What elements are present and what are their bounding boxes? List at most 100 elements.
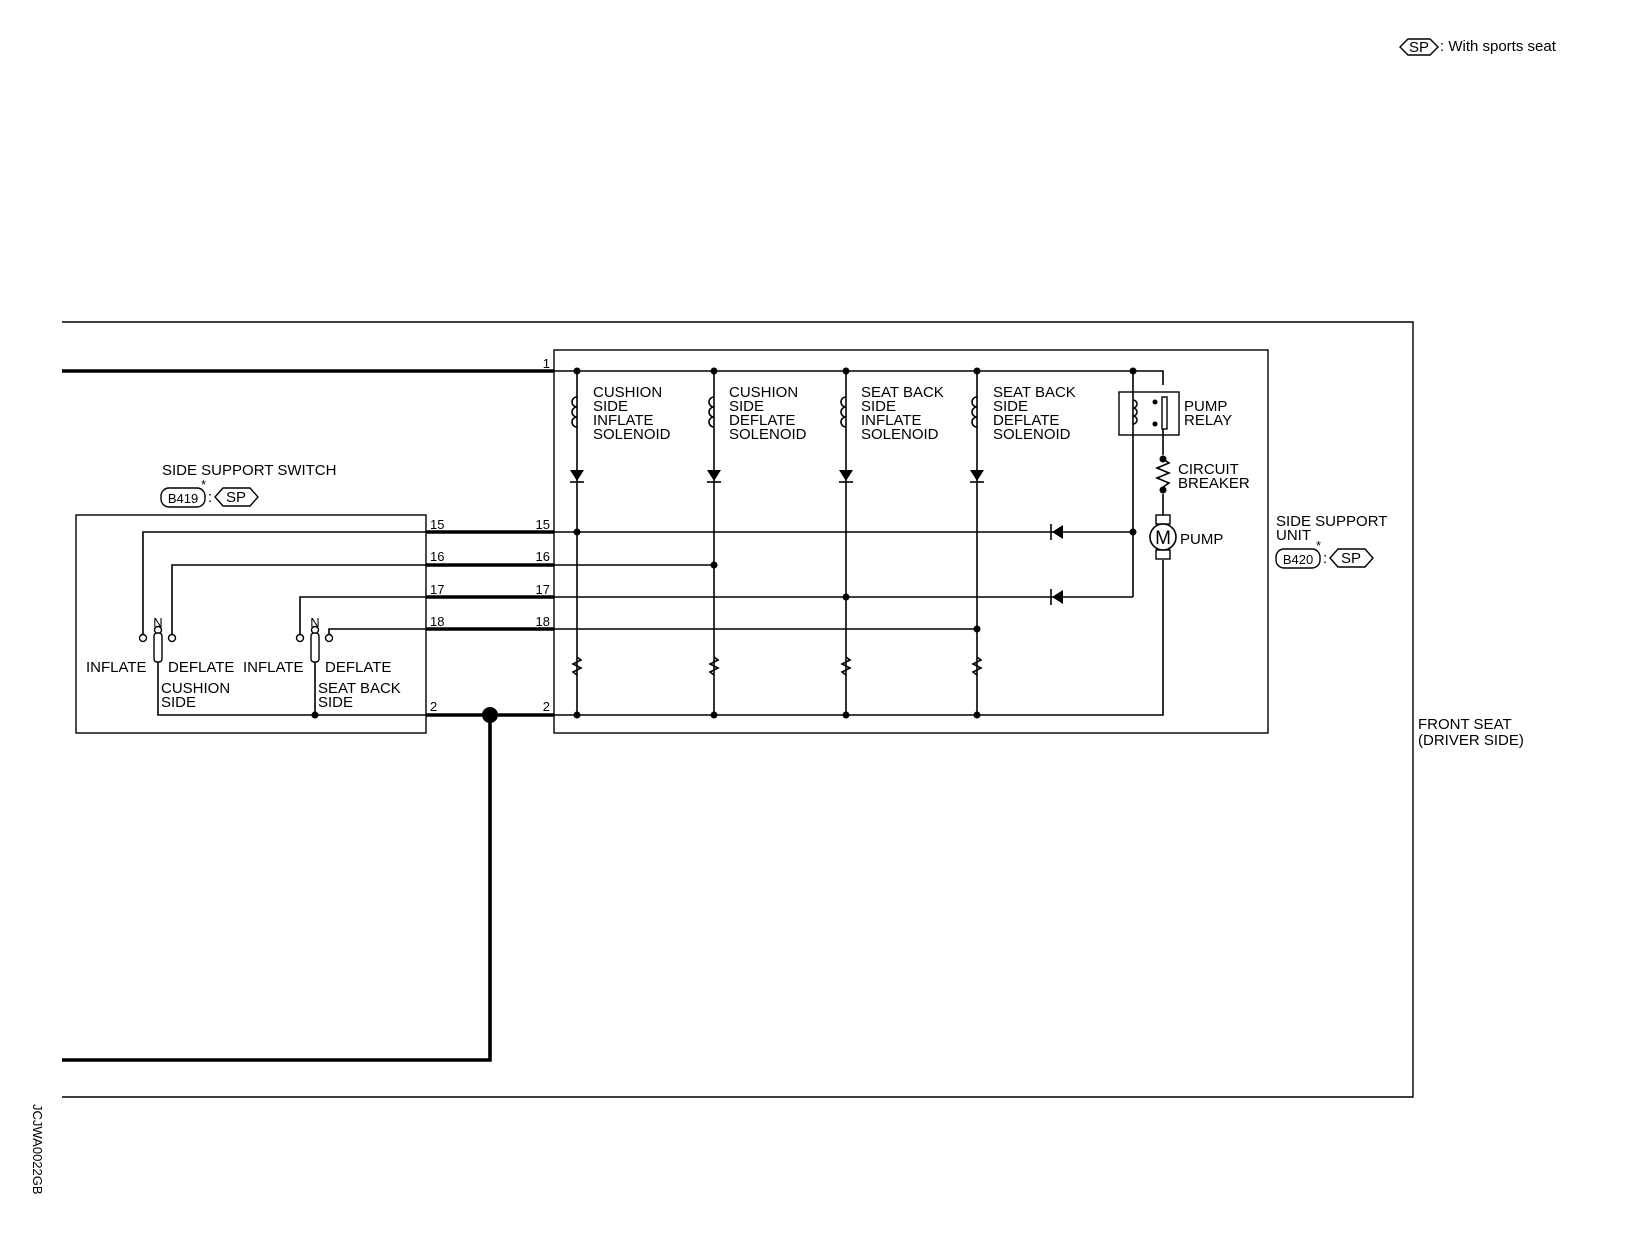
solenoid-3-label-3: INFLATE xyxy=(861,412,922,429)
legend-sp-badge xyxy=(1399,38,1439,56)
switch-pin-18: 18 xyxy=(430,614,444,629)
solenoid-4-label-4: SOLENOID xyxy=(993,426,1071,443)
pump-motor: M PUMP xyxy=(1149,514,1223,560)
solenoid-2-diode-icon xyxy=(707,470,721,481)
cushion-neutral-label: N xyxy=(153,615,162,630)
breaker-bottom-junction xyxy=(1159,486,1167,494)
solenoid-1-top-junction xyxy=(573,367,581,375)
solenoid-1-label-2: SIDE xyxy=(593,398,628,415)
solenoid-1-wire15-junction xyxy=(573,528,581,536)
switch-wire-16 xyxy=(171,564,426,634)
solenoid-2-label-2: SIDE xyxy=(729,398,764,415)
switch-pin-17: 17 xyxy=(430,582,444,597)
unit-pin-17: 17 xyxy=(536,582,550,597)
switch-ground-junction xyxy=(311,711,319,719)
pump-diode-17 xyxy=(1050,589,1063,605)
unit-connector-colon: : xyxy=(1323,550,1327,567)
solenoid-4-label-1: SEAT BACK xyxy=(993,384,1076,401)
circuit-breaker-icon xyxy=(1154,458,1172,488)
back-neutral-label: N xyxy=(310,615,319,630)
solenoid-4-wire18-junction xyxy=(973,625,981,633)
switch-sp-badge xyxy=(214,487,259,507)
switch-connector-badge: B419 * : SP xyxy=(160,477,259,508)
solenoid-1-label-4: SOLENOID xyxy=(593,426,671,443)
solenoid-3-label-1: SEAT BACK xyxy=(861,384,944,401)
solenoid-2-top-junction xyxy=(710,367,718,375)
solenoid-3-coil-icon xyxy=(840,396,847,428)
switch-pin-2: 2 xyxy=(430,699,437,714)
unit-sp-code: SP xyxy=(1341,550,1361,567)
pump-relay-contact-bottom xyxy=(1152,421,1158,427)
solenoid-3-label-2: SIDE xyxy=(861,398,896,415)
cushion-deflate-contact xyxy=(167,633,177,643)
unit-ground-bus xyxy=(554,560,1164,716)
front-seat-boundary xyxy=(62,321,1414,1098)
figure-code: JCJWA0022GB xyxy=(30,1104,45,1195)
solenoid-column-3 xyxy=(839,367,853,719)
solenoid-1-label-3: INFLATE xyxy=(593,412,654,429)
switch-sp-code: SP xyxy=(226,489,246,506)
solenoid-3-diode-icon xyxy=(839,470,853,481)
solenoid-4-ground-junction xyxy=(973,711,981,719)
unit-connector-badge: B420 * : SP xyxy=(1275,538,1374,569)
legend: SP : With sports seat xyxy=(1399,38,1557,56)
pump-relay-contact-icon xyxy=(1161,396,1168,430)
solenoid-3-ground-junction xyxy=(842,711,850,719)
pump-relay-box xyxy=(1118,391,1180,436)
pump-relay-coil-icon xyxy=(1132,399,1138,425)
solenoid-1-resistor-icon xyxy=(571,656,583,676)
solenoid-2-label-3: DEFLATE xyxy=(729,412,795,429)
pump-relay-label-2: RELAY xyxy=(1184,412,1232,429)
front-seat-label-1: FRONT SEAT xyxy=(1418,716,1512,733)
solenoid-4-diode-icon xyxy=(970,470,984,481)
relay-feed-junction xyxy=(1129,367,1137,375)
cushion-inflate-contact xyxy=(138,633,148,643)
side-support-switch-box xyxy=(75,514,427,734)
ground-splice xyxy=(482,707,498,723)
solenoid-2-ground-junction xyxy=(710,711,718,719)
pump-relay-contact-top xyxy=(1152,399,1158,405)
solenoid-4-top-junction xyxy=(973,367,981,375)
switch-pin-16: 16 xyxy=(430,549,444,564)
solenoid-1-coil-icon xyxy=(571,396,578,428)
switch-wire-15 xyxy=(142,531,426,634)
unit-connector-code: B420 xyxy=(1283,552,1313,567)
diode-15-icon xyxy=(1052,525,1063,539)
seat-back-side-switch: N INFLATE DEFLATE SEAT BACK SIDE xyxy=(243,615,401,711)
back-switch-lever xyxy=(310,632,320,663)
unit-connector-star: * xyxy=(1316,538,1321,553)
pump-motor-terminal-bottom xyxy=(1155,549,1171,560)
back-deflate-label: DEFLATE xyxy=(325,659,391,676)
solenoid-labels: CUSHION SIDE INFLATE SOLENOID CUSHION SI… xyxy=(593,384,1076,443)
wire-ground-down xyxy=(62,715,492,1062)
switch-pin-15: 15 xyxy=(430,517,444,532)
unit-pin-15: 15 xyxy=(536,517,550,532)
pump-relay-label-1: PUMP xyxy=(1184,398,1227,415)
solenoid-2-label-4: SOLENOID xyxy=(729,426,807,443)
pump-motor-symbol: M xyxy=(1155,528,1171,549)
back-deflate-contact xyxy=(324,633,334,643)
solenoid-1-ground-junction xyxy=(573,711,581,719)
cushion-switch-lever xyxy=(153,632,163,663)
solenoid-3-resistor-icon xyxy=(840,656,852,676)
solenoid-column-4 xyxy=(970,367,984,719)
unit-connector-box xyxy=(1275,548,1321,569)
back-inflate-label: INFLATE xyxy=(243,659,304,676)
unit-title-2: UNIT xyxy=(1276,527,1311,544)
solenoid-1-diode-icon xyxy=(570,470,584,481)
unit-pin-18: 18 xyxy=(536,614,550,629)
cushion-side-label-1: CUSHION xyxy=(161,680,230,697)
relay-wire15-junction xyxy=(1129,528,1137,536)
switch-title: SIDE SUPPORT SWITCH xyxy=(162,462,336,479)
circuit-breaker: CIRCUIT BREAKER xyxy=(1154,455,1250,494)
breaker-top-junction xyxy=(1159,455,1167,463)
solenoid-2-wire16-junction xyxy=(710,561,718,569)
solenoid-2-label-1: CUSHION xyxy=(729,384,798,401)
solenoid-4-label-2: SIDE xyxy=(993,398,1028,415)
solenoid-column-1 xyxy=(570,367,584,719)
circuit-breaker-label-2: BREAKER xyxy=(1178,475,1250,492)
unit-sp-badge xyxy=(1329,548,1374,568)
solenoid-2-resistor-icon xyxy=(708,656,720,676)
switch-connector-star: * xyxy=(201,477,206,492)
